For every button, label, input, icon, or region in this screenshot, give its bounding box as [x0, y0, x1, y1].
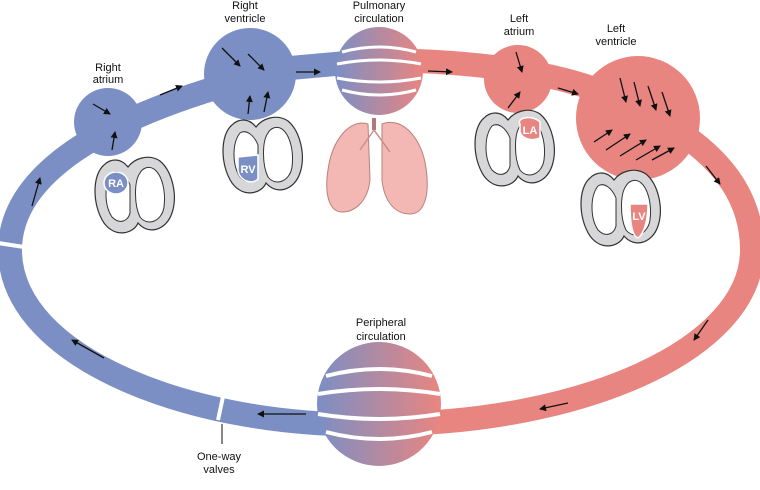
- peripheral-circulation-label: Peripheral circulation: [356, 317, 406, 343]
- svg-text:valves: valves: [203, 464, 235, 476]
- svg-text:ventricle: ventricle: [225, 13, 266, 25]
- svg-text:RA: RA: [108, 178, 124, 190]
- one-way-valve-bottom: [216, 391, 226, 421]
- left-atrium-node: [484, 45, 552, 113]
- left-ventricle-node: [576, 56, 700, 180]
- svg-text:atrium: atrium: [93, 74, 124, 86]
- svg-text:Right: Right: [232, 0, 258, 12]
- one-way-valve-left: [0, 241, 25, 249]
- svg-text:Right: Right: [95, 62, 121, 74]
- right-ventricle-node: [204, 28, 296, 120]
- right-ventricle-label: Right ventricle: [225, 0, 266, 25]
- pulmonary-circulation-label: Pulmonary circulation: [353, 0, 406, 25]
- left-atrium-label: Left atrium: [504, 13, 535, 38]
- right-atrium-node: [74, 88, 142, 156]
- one-way-valves-label: One-way valves: [197, 424, 242, 476]
- heart-lv: LV: [580, 169, 661, 247]
- flow-arrows: [31, 68, 721, 418]
- svg-text:circulation: circulation: [354, 13, 404, 25]
- svg-text:Left: Left: [607, 23, 625, 35]
- pulmonary-circulation-node: [335, 27, 423, 115]
- svg-text:One-way: One-way: [197, 451, 242, 463]
- lungs-icon: [326, 118, 428, 215]
- svg-text:Peripheral: Peripheral: [356, 317, 406, 329]
- svg-text:RV: RV: [240, 164, 256, 176]
- svg-text:circulation: circulation: [356, 331, 406, 343]
- svg-text:Pulmonary: Pulmonary: [353, 0, 406, 12]
- peripheral-circulation-node: [317, 342, 441, 466]
- svg-text:LV: LV: [632, 211, 646, 223]
- svg-text:Left: Left: [510, 13, 528, 25]
- heart-ra: RA: [94, 156, 175, 234]
- svg-text:ventricle: ventricle: [596, 36, 637, 48]
- right-atrium-label: Right atrium: [93, 62, 124, 86]
- heart-la: LA: [474, 109, 555, 187]
- circulation-loop: [0, 48, 760, 437]
- left-ventricle-label: Left ventricle: [596, 23, 637, 48]
- svg-text:LA: LA: [523, 125, 538, 137]
- heart-rv: RV: [222, 116, 303, 194]
- svg-text:atrium: atrium: [504, 26, 535, 38]
